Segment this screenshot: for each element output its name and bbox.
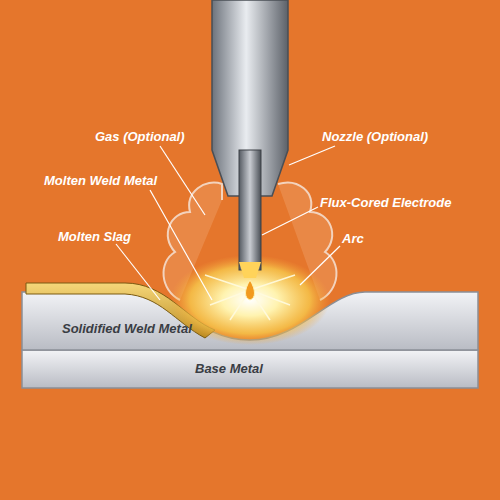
part-label: Base Metal bbox=[195, 362, 263, 376]
base-metal bbox=[22, 350, 478, 388]
part-label: Solidified Weld Metal bbox=[62, 322, 192, 336]
part-label: Nozzle (Optional) bbox=[322, 130, 428, 144]
flux-cored-electrode bbox=[239, 150, 261, 270]
arc-rays bbox=[205, 275, 295, 320]
electrode-tip bbox=[239, 262, 261, 278]
part-label: Molten Slag bbox=[58, 230, 131, 244]
part-label: Gas (Optional) bbox=[95, 130, 185, 144]
part-label: Arc bbox=[342, 232, 364, 246]
leader-lines bbox=[116, 146, 340, 300]
part-label: Molten Weld Metal bbox=[44, 174, 157, 188]
part-label: Flux-Cored Electrode bbox=[320, 196, 451, 210]
metal-droplet bbox=[246, 280, 255, 300]
